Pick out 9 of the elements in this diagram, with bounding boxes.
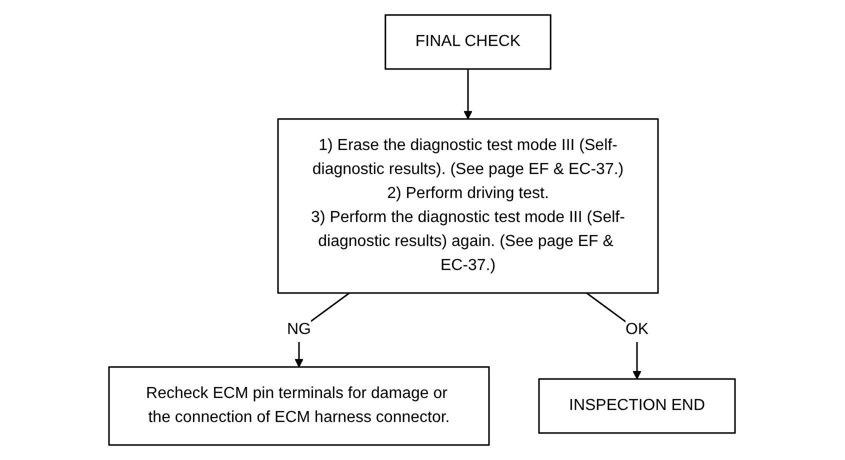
node-box: INSPECTION END — [538, 378, 736, 434]
node-box: FINAL CHECK — [385, 14, 552, 70]
node-box: Recheck ECM pin terminals for damage or the connection of ECM harness connector. — [108, 366, 490, 446]
node-box: 1) Erase the diagnostic test mode III (Self-diagnostic results). (See page EF & EC-37.) 2) Perform driving test. 3) Perform the diagnostic test mode III (Self-diagnostic results) again. (See page EF & EC-37.) — [278, 118, 660, 294]
arrow — [586, 292, 642, 380]
arrow — [295, 292, 350, 368]
arrow — [464, 69, 473, 120]
edge-label: NG — [287, 321, 312, 338]
edge-label: OK — [626, 321, 650, 338]
